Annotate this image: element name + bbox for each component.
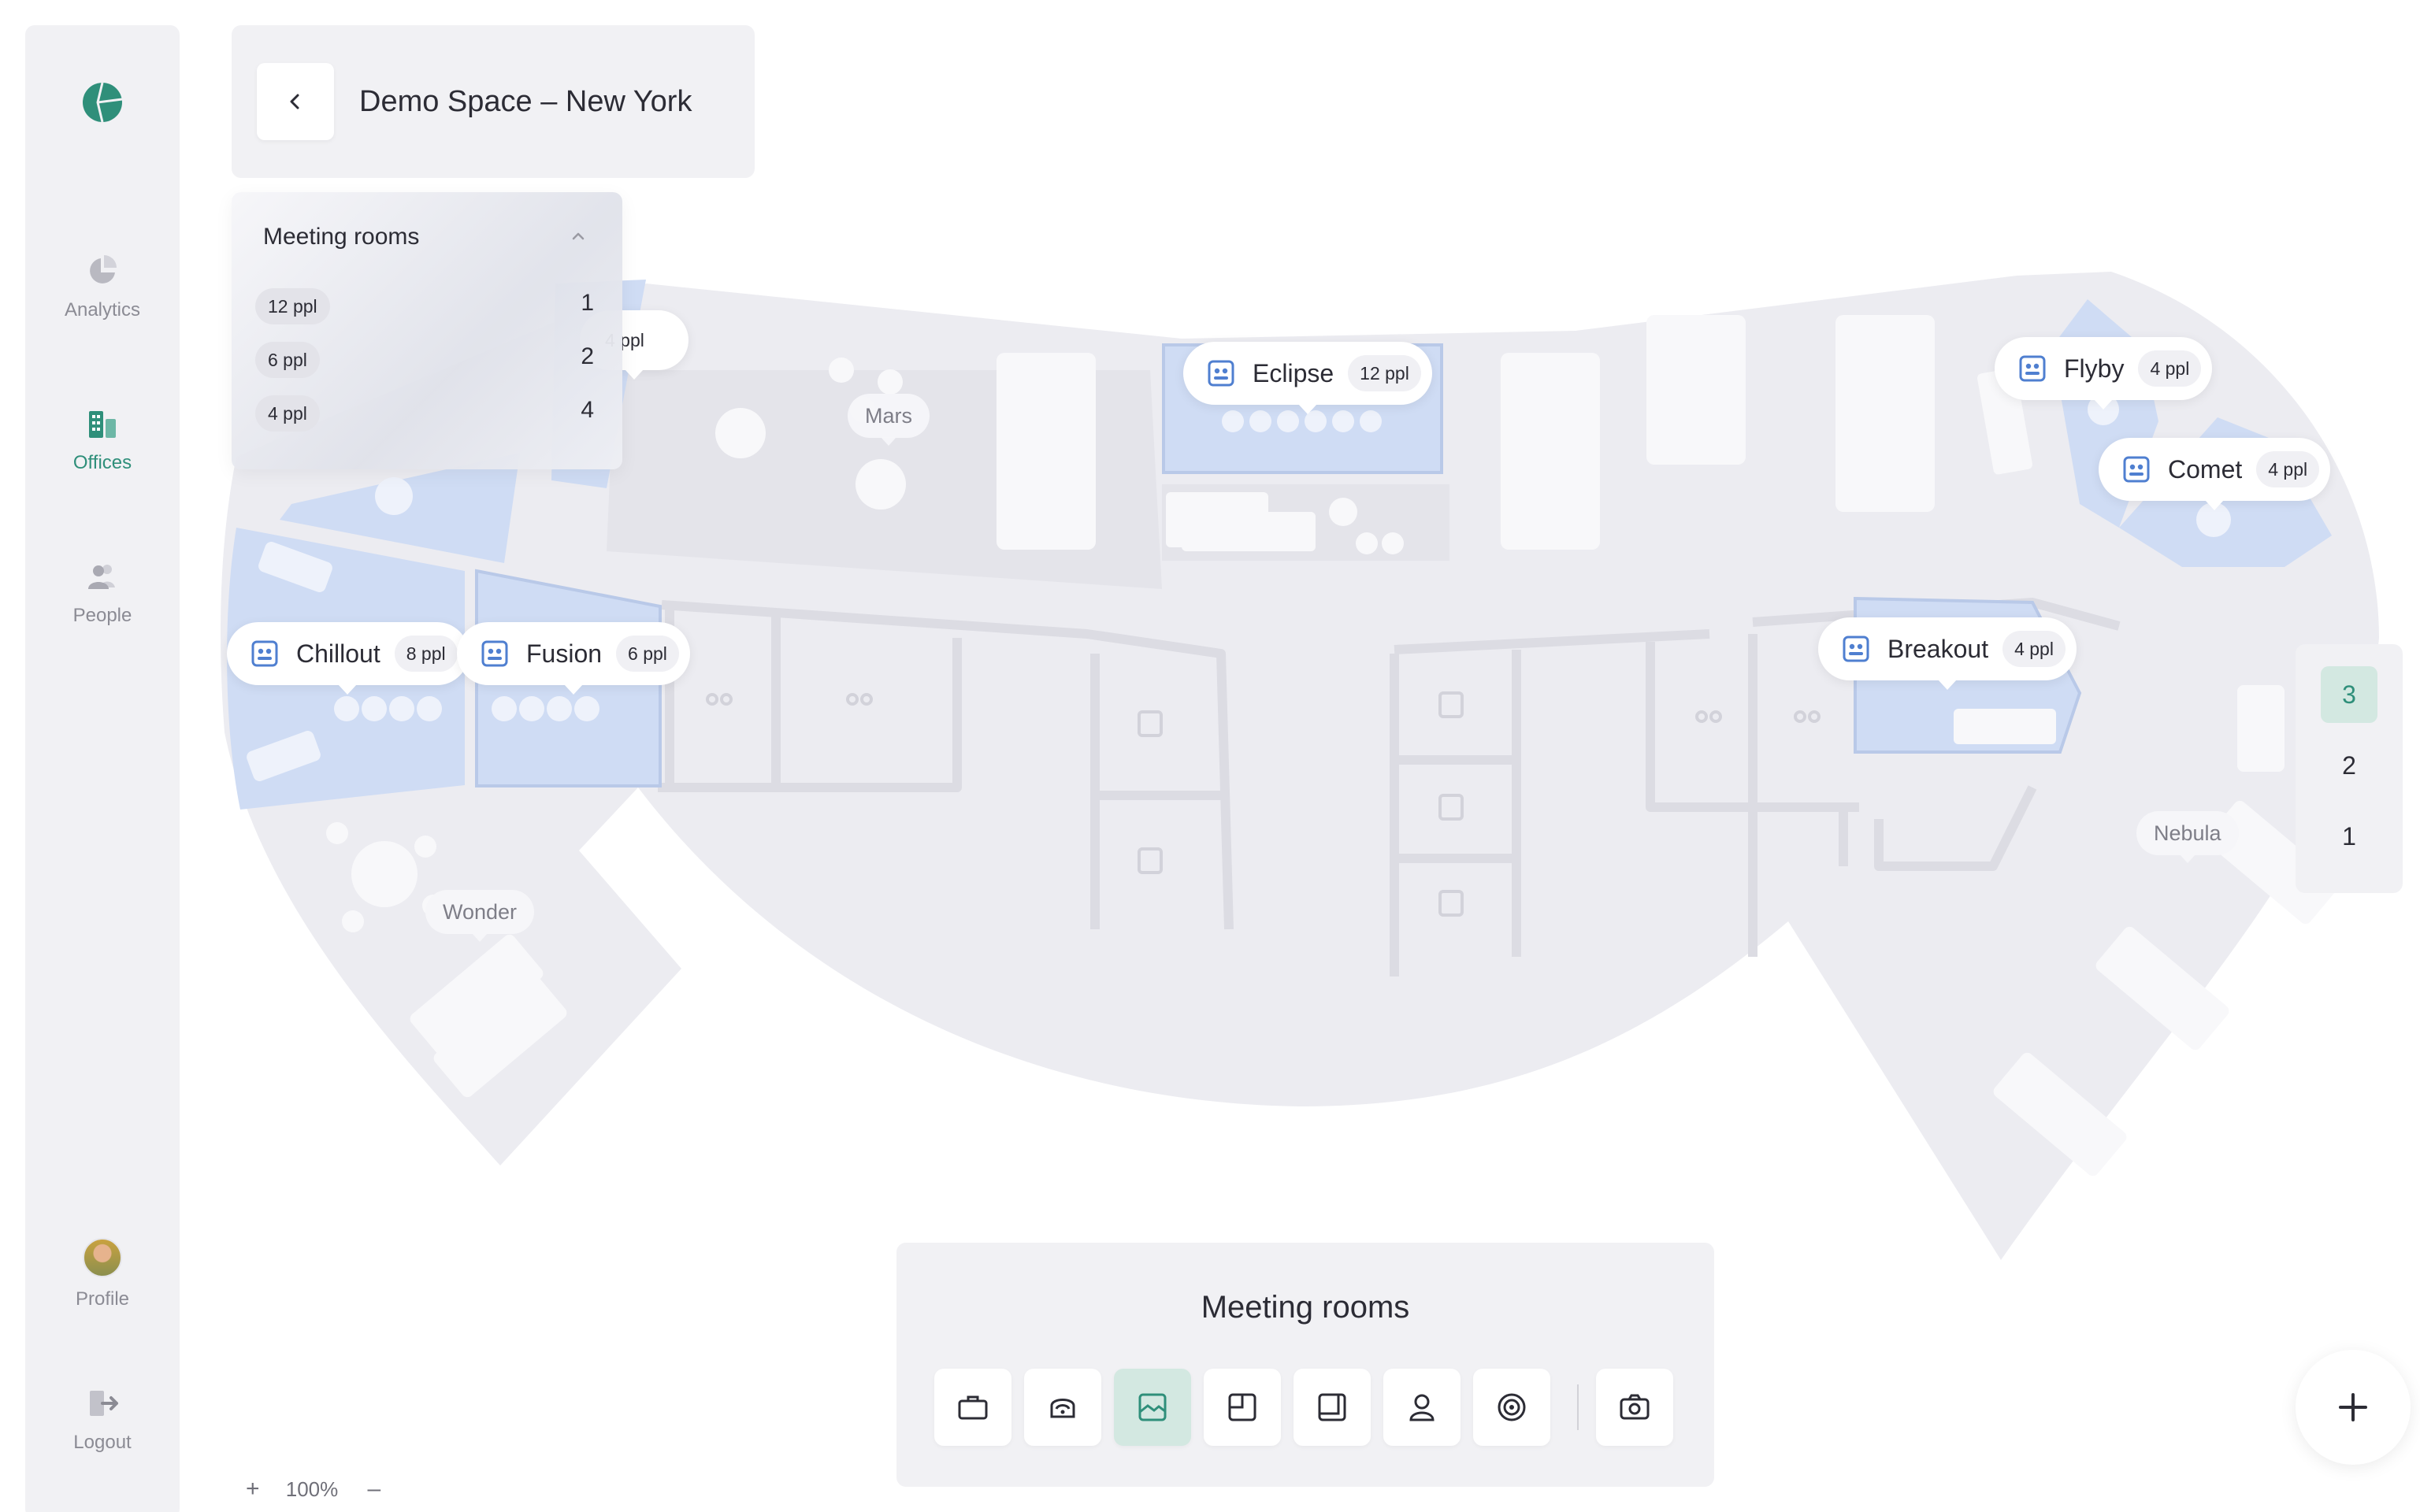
sidebar-item-profile[interactable]: Profile bbox=[25, 1238, 180, 1310]
tool-areas-button[interactable] bbox=[1204, 1369, 1281, 1446]
room-name: Comet bbox=[2168, 454, 2243, 484]
room-count: 1 bbox=[581, 290, 594, 316]
tool-camera-button[interactable] bbox=[1596, 1369, 1673, 1446]
sidebar: Analytics Offices People Profile Logout bbox=[25, 25, 180, 1512]
target-icon bbox=[1498, 1393, 1526, 1421]
zone-label-wonder[interactable]: Wonder bbox=[425, 890, 535, 942]
tool-people-button[interactable] bbox=[1383, 1369, 1461, 1446]
add-button[interactable] bbox=[2296, 1350, 2411, 1465]
toolbar-divider bbox=[1577, 1384, 1579, 1430]
chevron-left-icon bbox=[290, 94, 299, 109]
zone-label-nebula[interactable]: Nebula bbox=[2136, 811, 2239, 863]
meeting-room-icon bbox=[251, 640, 278, 667]
room-label-chillout[interactable]: Chillout 8 ppl bbox=[227, 622, 469, 695]
sidebar-item-label: Offices bbox=[72, 452, 132, 473]
desk-icon bbox=[1318, 1393, 1346, 1421]
capacity-pill: 6 ppl bbox=[255, 342, 320, 378]
sidebar-item-logout[interactable]: Logout bbox=[25, 1386, 180, 1454]
zoom-in-button[interactable]: + bbox=[246, 1476, 260, 1502]
sidebar-item-people[interactable]: People bbox=[25, 559, 180, 627]
room-name: Flyby bbox=[2064, 354, 2125, 383]
meeting-room-icon bbox=[1138, 1393, 1167, 1421]
filter-row-4-ppl[interactable]: 4 ppl 4 bbox=[255, 392, 594, 433]
tool-desks-button[interactable] bbox=[934, 1369, 1011, 1446]
sidebar-item-label: People bbox=[72, 605, 132, 626]
room-name: Breakout bbox=[1887, 634, 1989, 663]
room-capacity: 8 ppl bbox=[394, 636, 458, 672]
room-name: Chillout bbox=[296, 639, 380, 668]
zoom-level: 100% bbox=[285, 1477, 339, 1501]
header: Demo Space – New York bbox=[232, 25, 755, 178]
meeting-room-icon bbox=[1208, 360, 1234, 387]
tool-points-button[interactable] bbox=[1473, 1369, 1550, 1446]
camera-icon bbox=[1620, 1394, 1650, 1420]
room-label-breakout[interactable]: Breakout 4 ppl bbox=[1818, 617, 2077, 690]
room-capacity: 6 ppl bbox=[616, 636, 679, 672]
room-name: Fusion bbox=[526, 639, 603, 668]
room-capacity: 12 ppl bbox=[1348, 355, 1421, 391]
page-title: Demo Space – New York bbox=[359, 85, 692, 118]
sidebar-item-label: Analytics bbox=[64, 299, 141, 321]
room-capacity: 4 ppl bbox=[2138, 350, 2202, 387]
resource-toolbar: Meeting rooms bbox=[896, 1243, 1714, 1487]
meeting-rooms-filter-panel: Meeting rooms 12 ppl 1 6 ppl 2 4 ppl 4 bbox=[232, 192, 622, 469]
building-icon bbox=[89, 411, 116, 438]
sidebar-item-label: Profile bbox=[75, 1288, 130, 1310]
floor-button-2[interactable]: 2 bbox=[2342, 751, 2356, 780]
room-label-fusion[interactable]: Fusion 6 ppl bbox=[457, 622, 690, 695]
meeting-room-icon bbox=[2019, 355, 2046, 382]
booth-icons bbox=[706, 691, 1821, 917]
walls bbox=[658, 598, 2121, 976]
room-label-comet[interactable]: Comet 4 ppl bbox=[2099, 438, 2331, 510]
room-count: 4 bbox=[581, 397, 594, 423]
filter-row-6-ppl[interactable]: 6 ppl 2 bbox=[255, 339, 594, 380]
floor-button-3[interactable]: 3 bbox=[2321, 666, 2377, 723]
zoom-controls: + 100% – bbox=[246, 1476, 380, 1503]
meeting-room-icon bbox=[2123, 456, 2150, 483]
tool-meeting-rooms-button[interactable] bbox=[1114, 1369, 1191, 1446]
capacity-pill: 4 ppl bbox=[255, 395, 320, 432]
toolbar-title: Meeting rooms bbox=[1201, 1290, 1410, 1325]
zone-label-mars[interactable]: Mars bbox=[848, 394, 930, 446]
sidebar-item-label: Logout bbox=[73, 1432, 132, 1453]
room-capacity: 4 ppl bbox=[2002, 631, 2066, 667]
floor-selector: 3 2 1 bbox=[2296, 644, 2403, 893]
furniture bbox=[326, 315, 2340, 1177]
sidebar-item-offices[interactable]: Offices bbox=[25, 406, 180, 474]
area-icon bbox=[1228, 1393, 1256, 1421]
tool-parking-button[interactable] bbox=[1024, 1369, 1101, 1446]
logout-icon bbox=[90, 1391, 118, 1416]
tool-rooms-button[interactable] bbox=[1294, 1369, 1371, 1446]
room-count: 2 bbox=[581, 343, 594, 369]
room-label-eclipse[interactable]: Eclipse 12 ppl bbox=[1183, 342, 1432, 414]
sidebar-item-analytics[interactable]: Analytics bbox=[25, 254, 180, 321]
back-button[interactable] bbox=[257, 63, 334, 140]
meeting-room-icon bbox=[481, 640, 508, 667]
person-icon bbox=[1409, 1394, 1435, 1421]
filter-row-12-ppl[interactable]: 12 ppl 1 bbox=[255, 285, 594, 326]
briefcase-icon bbox=[958, 1395, 988, 1420]
logo-icon[interactable] bbox=[82, 82, 123, 123]
people-icon bbox=[88, 565, 115, 589]
chevron-up-icon[interactable] bbox=[569, 227, 588, 246]
meeting-room-icon bbox=[1843, 636, 1869, 662]
room-label-flyby[interactable]: Flyby 4 ppl bbox=[1995, 337, 2213, 410]
room-capacity: 4 ppl bbox=[2256, 451, 2320, 487]
avatar bbox=[83, 1238, 122, 1277]
zoom-out-button[interactable]: – bbox=[367, 1476, 381, 1502]
room-name: Eclipse bbox=[1253, 358, 1334, 387]
pie-chart-icon bbox=[90, 255, 117, 284]
plus-icon bbox=[2339, 1393, 2367, 1421]
filter-panel-title: Meeting rooms bbox=[263, 224, 420, 250]
capacity-pill: 12 ppl bbox=[255, 288, 330, 324]
floor-button-1[interactable]: 1 bbox=[2342, 822, 2356, 850]
parking-icon bbox=[1050, 1399, 1075, 1418]
